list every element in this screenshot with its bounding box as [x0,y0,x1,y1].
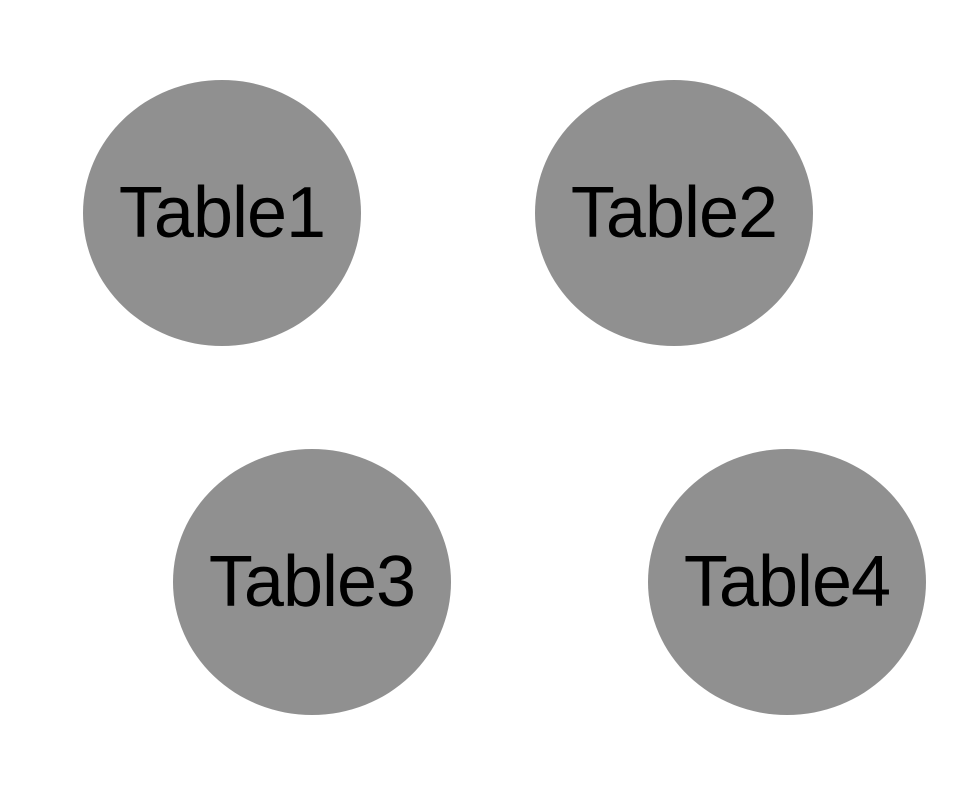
table-label-4: Table4 [683,542,891,622]
table-node-1[interactable]: Table1 [83,80,361,346]
table-node-4[interactable]: Table4 [648,449,926,715]
table-label-2: Table2 [570,173,778,253]
table-label-3: Table3 [208,542,416,622]
table-node-2[interactable]: Table2 [535,80,813,346]
table-label-1: Table1 [118,173,326,253]
table-node-3[interactable]: Table3 [173,449,451,715]
